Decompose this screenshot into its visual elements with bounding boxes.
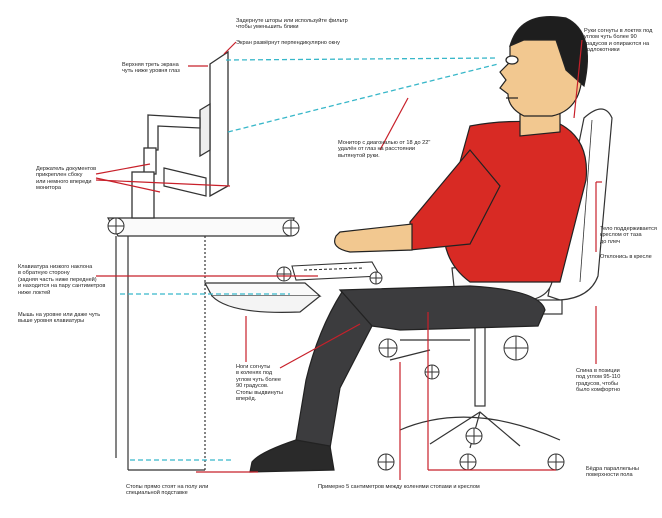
label-monitor-distance-line-3: вытянутой руки. [338,153,430,159]
label-feet: Стопы прямо стоят на полу или специально… [126,484,208,497]
label-glare: Экран развёрнут перпендикулярно окну [236,40,340,46]
chair-wheel-2 [460,454,476,470]
label-mouse-line-2: выше уровня клавиатуры [18,318,100,324]
label-arms-line-4: подлокотники [584,47,652,53]
chair-wheel-3 [548,454,564,470]
label-back-angle: Спина в позиции под углом 95-110 градусо… [576,368,620,394]
chair-wheel-4 [425,365,439,379]
label-keyboard-line-5: ниже локтей [18,290,105,296]
keyboard-marker [277,267,291,281]
label-backrest: Тело поддерживается креслом от таза до п… [600,226,657,245]
label-curtains-line-2: чтобы уменьшить блики [236,24,348,30]
knee-joint-marker [379,339,397,357]
label-keyboard-line-4: и находится на пару сантиметров [18,283,105,289]
label-keyboard: Клавиатура низкого наклона в обратную ст… [18,264,105,296]
label-monitor-distance: Монитор с диагональю от 18 до 22" удалён… [338,140,430,159]
label-document-holder: Держатель документов прикреплен сбоку ил… [36,166,96,192]
label-back-angle-line-2: под углом 95-110 [576,374,620,380]
label-clearance-line-1: Примерно 5 сантиметров между коленями ст… [318,484,480,490]
label-feet-line-2: специальной подставке [126,490,208,496]
label-thighs: Бёдра параллельны поверхности пола [586,466,639,479]
chair-wheel-5 [466,428,482,444]
label-top-third-line-2: чуть ниже уровня глаз [122,68,180,74]
label-knees-line-6: вперёд. [236,396,283,402]
desk-joint-right [283,220,299,236]
label-lean-line-1: Отклонись в кресле [600,254,652,260]
hip-joint-marker [504,336,528,360]
label-top-third: Верхняя треть экрана чуть ниже уровня гл… [122,62,180,75]
label-backrest-line-3: до плеч [600,239,657,245]
label-document-holder-line-4: монитора [36,185,96,191]
label-thighs-line-2: поверхности пола [586,472,639,478]
label-clearance: Примерно 5 сантиметров между коленями ст… [318,484,480,490]
label-lean: Отклонись в кресле [600,254,652,260]
label-back-angle-line-4: было комфортно [576,387,620,393]
label-glare-line-1: Экран развёрнут перпендикулярно окну [236,40,340,46]
label-knees: Ноги согнуты в коленях под углом чуть бо… [236,364,283,402]
label-curtains: Задернуте шторы или используйте фильтр ч… [236,18,348,31]
desk-joint-left [108,218,124,234]
label-mouse: Мышь на уровне или даже чуть выше уровня… [18,312,100,325]
label-arms: Руки согнуты в локтях под углом чуть бол… [584,28,652,54]
chair-wheel-1 [378,454,394,470]
mouse-marker [370,272,382,284]
